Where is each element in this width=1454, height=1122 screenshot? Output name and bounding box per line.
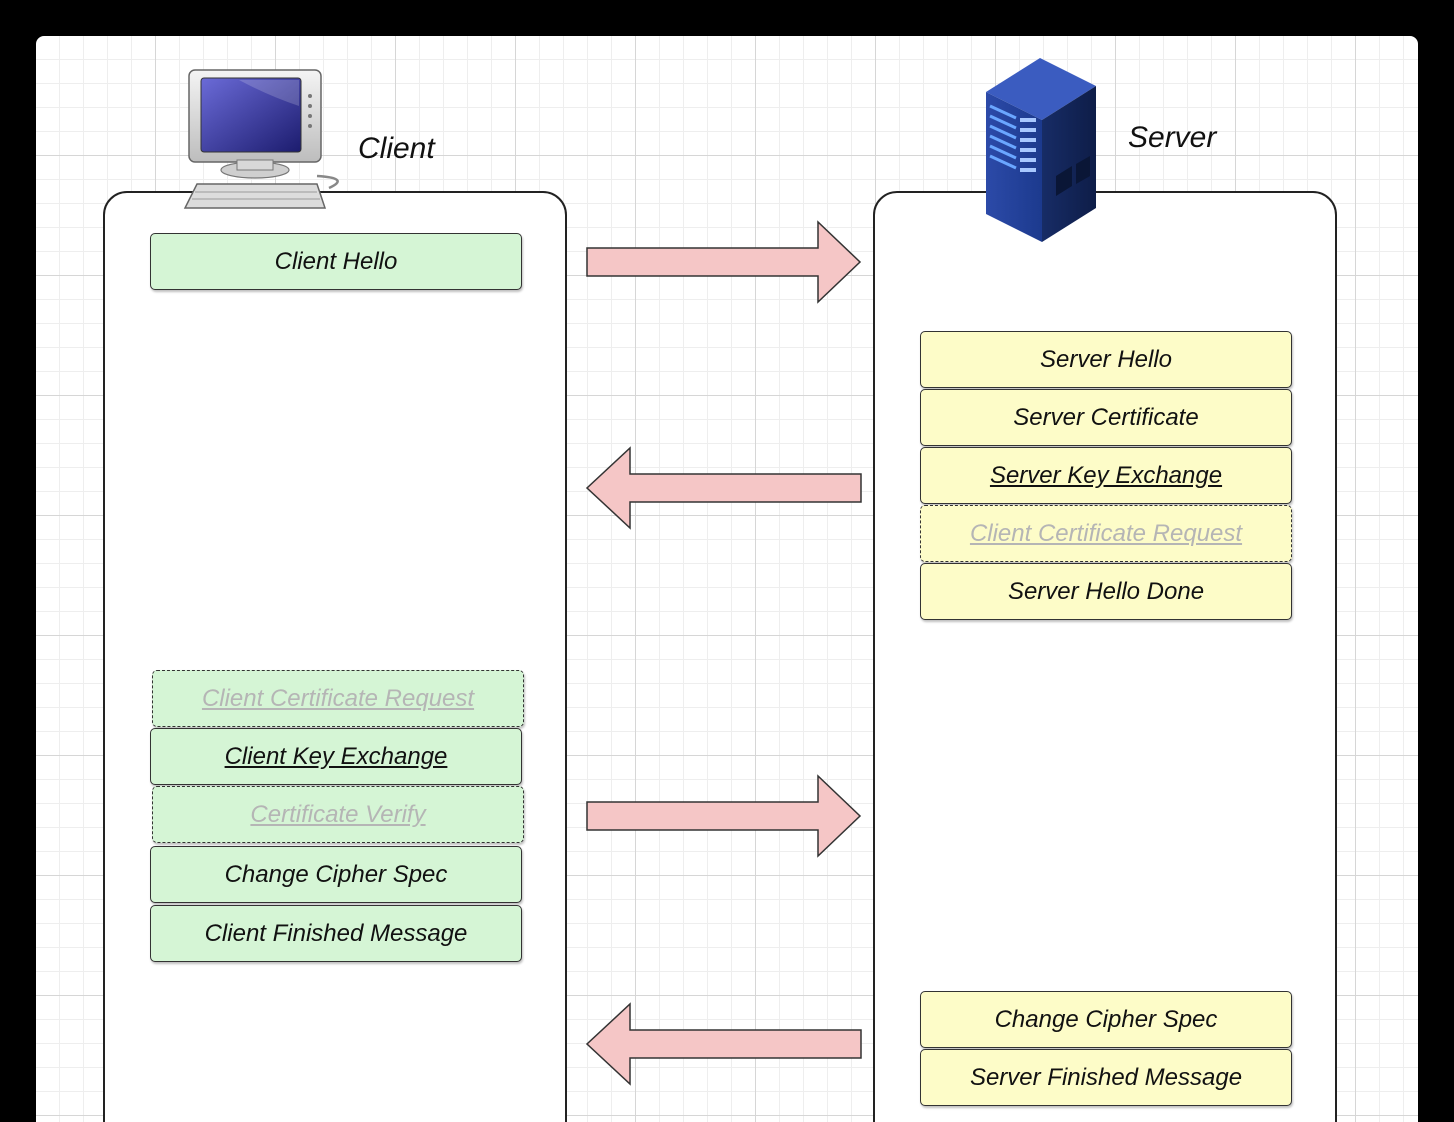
arrow-client-to-server-2	[586, 774, 862, 858]
client-lane	[103, 191, 567, 1122]
server-change-cipher-spec-box: Change Cipher Spec	[920, 991, 1292, 1048]
server-client-certificate-request-label: Client Certificate Request	[969, 519, 1243, 547]
client-finished-label: Client Finished Message	[204, 919, 468, 947]
server-finished-label: Server Finished Message	[969, 1063, 1243, 1091]
server-hello-done-box: Server Hello Done	[920, 563, 1292, 620]
client-certificate-request-box: Client Certificate Request	[152, 670, 524, 727]
server-rack-icon	[986, 58, 1096, 242]
client-hello-label: Client Hello	[274, 247, 398, 275]
server-key-exchange-label: Server Key Exchange	[989, 461, 1223, 489]
client-certificate-request-label: Client Certificate Request	[201, 684, 475, 712]
server-certificate-box: Server Certificate	[920, 389, 1292, 446]
server-hello-box: Server Hello	[920, 331, 1292, 388]
arrow-client-to-server-1	[586, 220, 862, 304]
certificate-verify-label: Certificate Verify	[250, 800, 426, 828]
arrow-server-to-client-1	[585, 446, 862, 530]
client-change-cipher-spec-label: Change Cipher Spec	[224, 860, 448, 888]
server-certificate-label: Server Certificate	[1013, 403, 1199, 431]
server-change-cipher-spec-label: Change Cipher Spec	[994, 1005, 1218, 1033]
client-hello-box: Client Hello	[150, 233, 522, 290]
arrow-server-to-client-2	[585, 1002, 862, 1086]
client-title: Client	[358, 132, 435, 165]
server-key-exchange-box: Server Key Exchange	[920, 447, 1292, 504]
server-client-certificate-request-box: Client Certificate Request	[920, 505, 1292, 562]
diagram-canvas: Client Server Client Hello Client Certif…	[36, 36, 1418, 1122]
certificate-verify-box: Certificate Verify	[152, 786, 524, 843]
client-change-cipher-spec-box: Change Cipher Spec	[150, 846, 522, 903]
server-hello-done-label: Server Hello Done	[1007, 577, 1205, 605]
computer-icon	[183, 69, 339, 209]
server-finished-box: Server Finished Message	[920, 1049, 1292, 1106]
client-finished-box: Client Finished Message	[150, 905, 522, 962]
server-title: Server	[1128, 121, 1217, 154]
client-key-exchange-label: Client Key Exchange	[224, 742, 448, 770]
server-hello-label: Server Hello	[1039, 345, 1173, 373]
client-key-exchange-box: Client Key Exchange	[150, 728, 522, 785]
